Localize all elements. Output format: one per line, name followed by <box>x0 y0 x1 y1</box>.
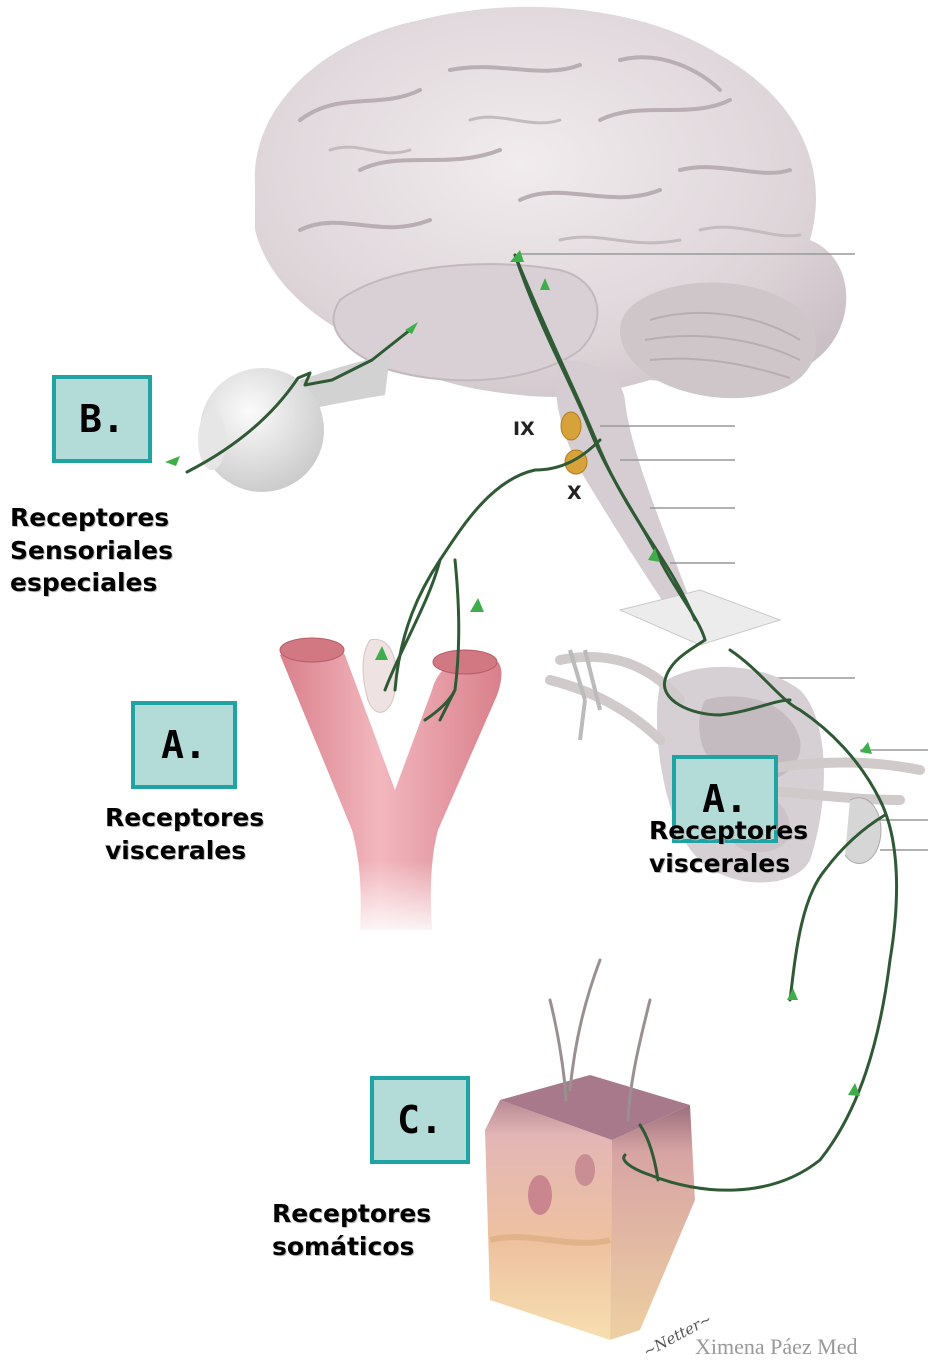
arrow-head <box>787 988 798 1000</box>
caption-line: especiales <box>10 567 173 600</box>
label-box-a-left: A. <box>131 701 237 789</box>
caption-line: Sensoriales <box>10 535 173 568</box>
label-box-b: B. <box>52 375 152 463</box>
caption-line: viscerales <box>105 835 264 868</box>
nerve-label-ix: IX <box>513 418 535 440</box>
caption-line: Receptores <box>649 815 808 848</box>
arrow-head <box>860 742 872 754</box>
caption-line: Receptores <box>105 802 264 835</box>
eyeball <box>198 355 390 492</box>
skin-section <box>485 960 695 1340</box>
arrow-head <box>470 598 484 612</box>
caption-line: somáticos <box>272 1231 431 1264</box>
caption-somatic-receptors: Receptores somáticos <box>272 1198 431 1263</box>
caption-line: viscerales <box>649 848 808 881</box>
author-credit: Ximena Páez Med <box>695 1334 858 1360</box>
caption-visceral-receptors-right: Receptores viscerales <box>649 815 808 880</box>
brain <box>255 7 847 640</box>
nerve-label-x: X <box>567 482 582 504</box>
carotid-artery <box>280 638 501 940</box>
caption-line: Receptores <box>272 1198 431 1231</box>
arrow-head <box>165 456 180 466</box>
caption-line: Receptores <box>10 502 173 535</box>
caption-visceral-receptors-left: Receptores viscerales <box>105 802 264 867</box>
caption-special-receptors: Receptores Sensoriales especiales <box>10 502 173 600</box>
label-box-c: C. <box>370 1076 470 1164</box>
